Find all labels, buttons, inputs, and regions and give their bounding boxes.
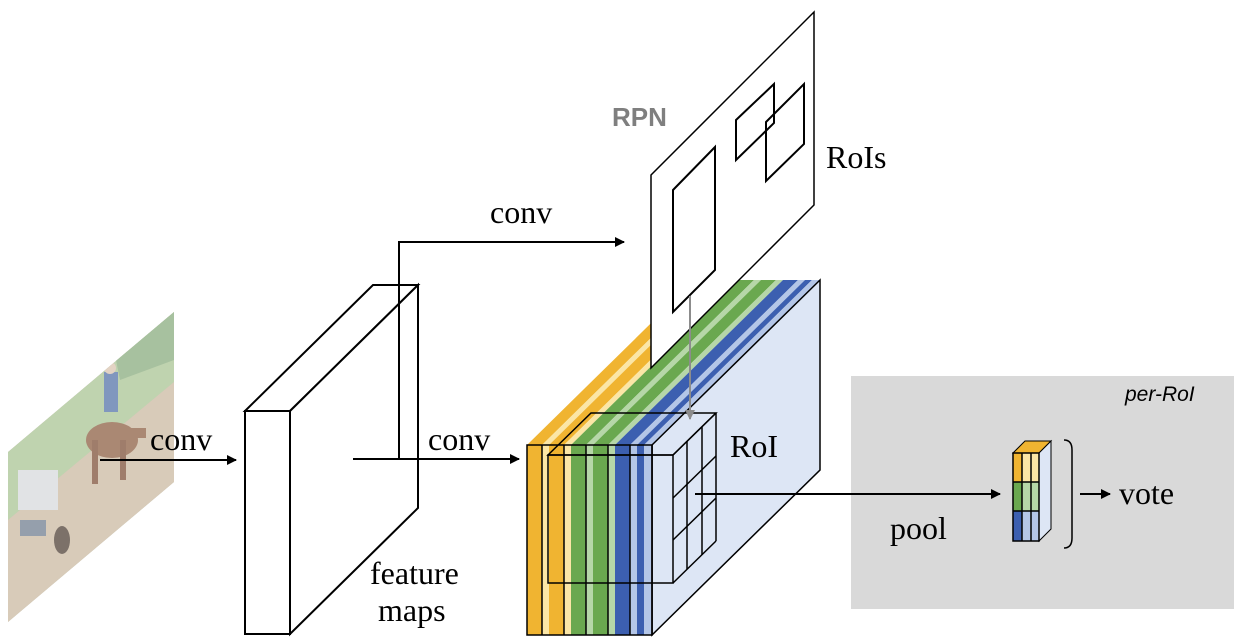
vote-label: vote xyxy=(1119,475,1174,511)
roi-cuboid xyxy=(546,412,718,584)
rpn-conv-label: conv xyxy=(490,194,552,230)
rpn-label: RPN xyxy=(612,102,667,132)
roi-label: RoI xyxy=(730,428,778,464)
rpn-conv-arrow xyxy=(398,237,625,459)
rpn-roi-box-upper-right xyxy=(765,81,805,184)
input-conv-label: conv xyxy=(150,421,212,457)
score-maps-front-face xyxy=(526,444,653,636)
feature-maps-label-line1: feature xyxy=(370,555,459,591)
rpn-roi-box-upper-left xyxy=(735,81,775,163)
pool-label: pool xyxy=(890,510,947,546)
rois-label: RoIs xyxy=(826,139,886,175)
main-conv-label: conv xyxy=(428,421,490,457)
input-image xyxy=(8,312,174,622)
pooled-score-grid xyxy=(1011,439,1053,543)
per-roi-label: per-RoI xyxy=(1124,383,1195,406)
vote-bracket xyxy=(1063,439,1073,549)
rpn-roi-box-tall xyxy=(672,144,716,315)
feature-maps-label-line2: maps xyxy=(378,592,446,628)
